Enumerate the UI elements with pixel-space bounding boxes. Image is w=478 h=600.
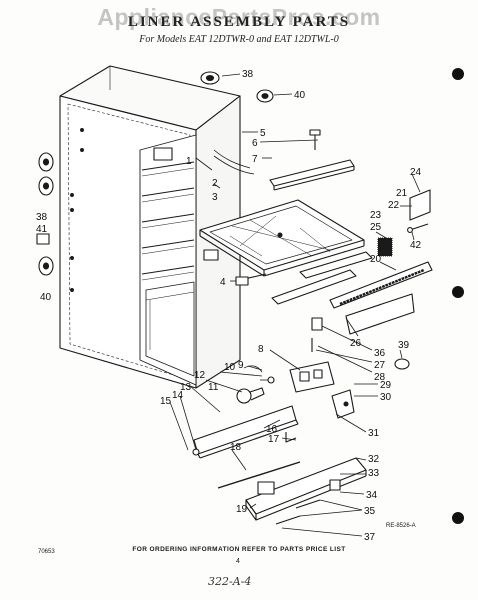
callout-29: 29 — [380, 380, 392, 391]
callout-18: 18 — [230, 442, 242, 453]
callout-42: 42 — [410, 240, 422, 251]
callout-27: 27 — [374, 360, 386, 371]
callout-7: 7 — [252, 154, 258, 165]
page-number: 4 — [236, 558, 240, 565]
callout-33: 33 — [368, 468, 380, 479]
callout-28: 28 — [374, 372, 386, 383]
callout-40-top: 40 — [294, 90, 306, 101]
callout-22: 22 — [388, 200, 400, 211]
wire-18 — [217, 461, 301, 489]
callout-12: 12 — [194, 370, 206, 381]
callout-23: 23 — [370, 210, 382, 221]
plug-button-40-top — [256, 89, 274, 103]
door-stops-left — [36, 152, 54, 276]
bottom-trim-32 — [245, 457, 367, 525]
diagram-subtitle: For Models EAT 12DTWR-0 and EAT 12DTWL-0 — [139, 34, 339, 45]
callout-34: 34 — [366, 490, 378, 501]
knob-39 — [394, 358, 410, 370]
callout-15: 15 — [160, 396, 172, 407]
binder-hole-bottom — [452, 512, 464, 524]
callout-32: 32 — [368, 454, 380, 465]
light-socket-housing — [289, 361, 335, 393]
ordering-note: FOR ORDERING INFORMATION REFER TO PARTS … — [132, 546, 346, 553]
callout-40-left: 40 — [40, 292, 52, 303]
lamp-cover-13 — [192, 405, 299, 459]
callout-35: 35 — [364, 506, 376, 517]
callout-1: 1 — [186, 156, 192, 167]
liner-cabinet — [59, 65, 255, 389]
callout-25: 25 — [370, 222, 382, 233]
callout-26: 26 — [350, 338, 362, 349]
callout-11: 11 — [208, 382, 219, 393]
leader-lines — [169, 73, 421, 537]
bracket-21-22-24 — [377, 189, 431, 257]
callout-2: 2 — [212, 178, 218, 189]
callout-labels: 38 40 5 6 7 1 2 3 38 41 40 24 21 22 42 2… — [36, 69, 422, 543]
callout-10: 10 — [224, 362, 236, 373]
callout-4: 4 — [220, 277, 226, 288]
callout-38-top: 38 — [242, 69, 254, 80]
hinge-cam-38-top — [200, 71, 220, 85]
callout-31: 31 — [368, 428, 380, 439]
callout-14: 14 — [172, 390, 184, 401]
slide-rails — [203, 249, 373, 305]
callout-20: 20 — [370, 254, 382, 265]
callout-38-left: 38 — [36, 212, 48, 223]
wire-9 — [243, 365, 275, 384]
screw-6 — [309, 129, 321, 150]
callout-16: 16 — [266, 424, 278, 435]
binder-hole-top — [452, 68, 464, 80]
callout-24: 24 — [410, 167, 422, 178]
callout-13: 13 — [180, 382, 192, 393]
callout-8: 8 — [258, 344, 264, 355]
callout-21: 21 — [396, 188, 408, 199]
shelf-tray — [199, 199, 365, 277]
handwritten-note: 322-A-4 — [208, 575, 252, 588]
binder-hole-middle — [452, 286, 464, 298]
callout-39: 39 — [398, 340, 410, 351]
callout-9: 9 — [238, 360, 244, 371]
callout-37: 37 — [364, 532, 376, 543]
document-code: 70653 — [38, 549, 55, 555]
light-bulb-12 — [236, 387, 265, 404]
callout-19: 19 — [236, 504, 248, 515]
rail-7 — [269, 159, 355, 191]
callout-41: 41 — [36, 224, 48, 235]
side-trim-26 — [329, 261, 433, 335]
callout-36: 36 — [374, 348, 386, 359]
callout-6: 6 — [252, 138, 258, 149]
insulator-17 — [285, 432, 297, 443]
callout-5: 5 — [260, 128, 266, 139]
diagram-title: LINER ASSEMBLY PARTS — [127, 14, 351, 30]
callout-3: 3 — [212, 192, 218, 203]
callout-30: 30 — [380, 392, 392, 403]
watermark: AppliancePartsPros.com — [97, 4, 381, 30]
bracket-30 — [331, 389, 355, 419]
clip-36 — [311, 317, 323, 331]
callout-17: 17 — [268, 434, 280, 445]
drawing-reference-code: RE-8526-A — [386, 523, 416, 529]
